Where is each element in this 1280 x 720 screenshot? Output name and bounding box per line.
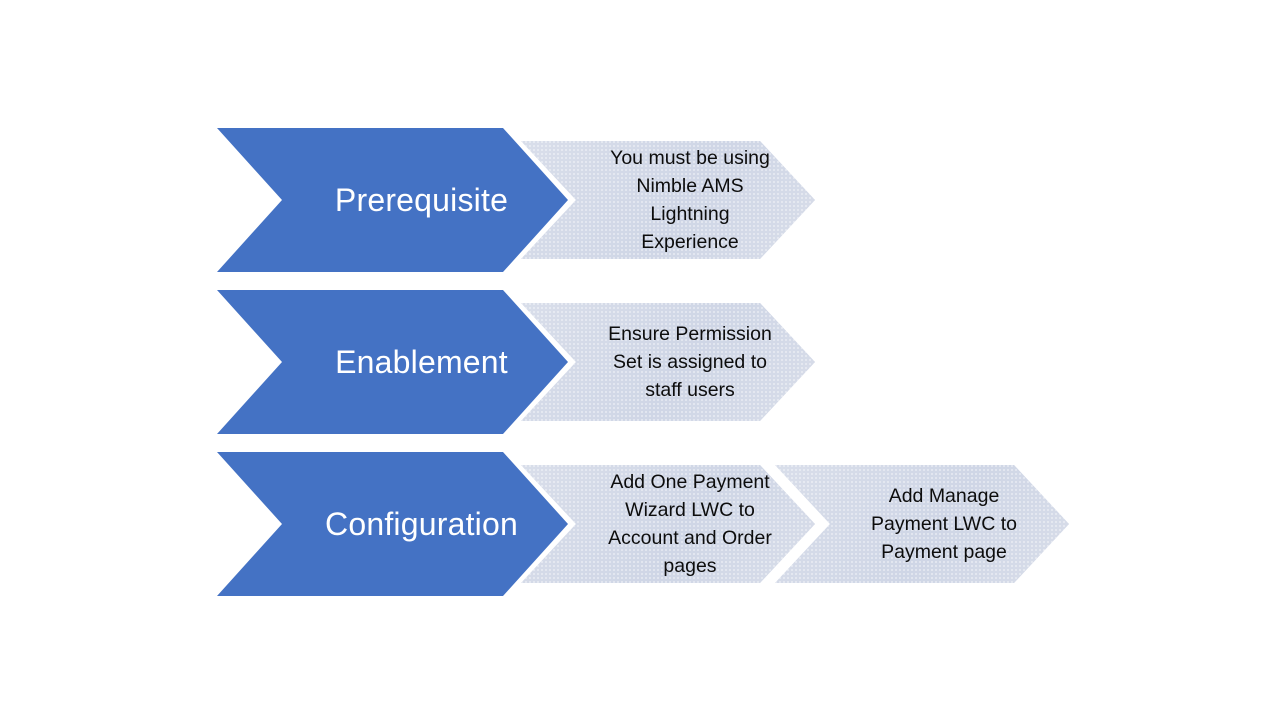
step-label-configuration-2: Add Manage Payment LWC to Payment page: [871, 485, 1017, 563]
stage-label-configuration: Configuration: [325, 506, 518, 542]
step-chevron-prerequisite-1[interactable]: You must be using Nimble AMS Lightning E…: [521, 141, 815, 259]
stage-chevron-enablement[interactable]: Enablement: [217, 290, 568, 434]
stage-label-enablement: Enablement: [335, 344, 508, 380]
process-row-enablement: Enablement Ensure Permission Set is assi…: [0, 290, 1280, 434]
step-label-enablement-1: Ensure Permission Set is assigned to sta…: [608, 323, 772, 401]
stage-label-prerequisite: Prerequisite: [334, 182, 509, 218]
step-label-configuration-1: Add One Payment Wizard LWC to Account an…: [608, 471, 772, 577]
stage-chevron-configuration[interactable]: Configuration: [217, 452, 568, 596]
step-chevron-configuration-2[interactable]: Add Manage Payment LWC to Payment page: [775, 465, 1069, 583]
process-row-configuration: Configuration Add One Payment Wizard LWC…: [0, 452, 1280, 596]
process-row-prerequisite: Prerequisite You must be using Nimble AM…: [0, 128, 1280, 272]
step-label-prerequisite-1: You must be using Nimble AMS Lightning E…: [610, 147, 770, 253]
stage-chevron-prerequisite[interactable]: Prerequisite: [217, 128, 568, 272]
